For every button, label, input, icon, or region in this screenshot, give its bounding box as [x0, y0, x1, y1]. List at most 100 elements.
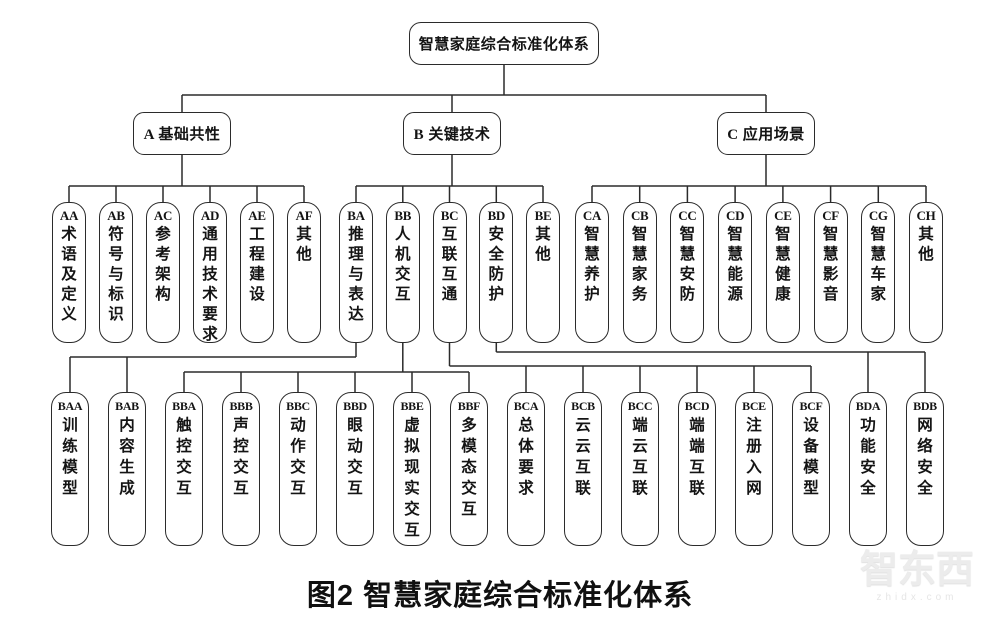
node-label: 工程建设 — [249, 226, 265, 303]
node-code: BBF — [457, 399, 481, 413]
node-label: 动作交互 — [290, 417, 306, 497]
node-AB: AB 符号与标识 — [99, 202, 133, 343]
node-code: BCE — [742, 399, 766, 413]
node-label: 符号与标识 — [108, 226, 124, 323]
node-BAA: BAA 训练模型 — [51, 392, 89, 546]
node-label: 其他 — [296, 226, 312, 263]
node-code: BDB — [913, 399, 937, 413]
node-CD: CD 智慧能源 — [718, 202, 753, 343]
root-node: 智慧家庭综合标准化体系 — [409, 22, 599, 65]
node-label: 网络安全 — [917, 417, 933, 497]
node-label: 智慧养护 — [584, 226, 600, 303]
node-BBF: BBF 多模态交互 — [450, 392, 488, 546]
node-label: 总体要求 — [518, 417, 534, 497]
node-label: 互联互通 — [441, 226, 458, 303]
watermark-brand: 智东西 — [859, 549, 974, 591]
watermark-logo: 智东西 zhidx.com — [842, 548, 992, 603]
node-label: 智慧健康 — [775, 226, 791, 303]
node-code: AB — [107, 208, 125, 223]
node-code: BCD — [684, 399, 710, 413]
node-label: 参考架构 — [155, 226, 171, 303]
node-label: 其他 — [918, 226, 934, 263]
node-code: BBD — [343, 399, 367, 413]
node-BBC: BBC 动作交互 — [279, 392, 317, 546]
node-label: 声控交互 — [233, 417, 249, 497]
node-label: 眼动交互 — [347, 417, 363, 497]
node-code: BBA — [172, 399, 196, 413]
node-code: CG — [868, 208, 888, 223]
node-code: BE — [534, 208, 552, 223]
node-code: BCF — [799, 399, 823, 413]
node-BD: BD 安全防护 — [479, 202, 514, 343]
node-code: CE — [774, 208, 792, 223]
node-BE: BE 其他 — [526, 202, 560, 343]
node-code: AF — [295, 208, 313, 223]
node-label: 内容生成 — [119, 417, 135, 497]
node-code: CC — [678, 208, 697, 223]
node-label: 多模态交互 — [461, 417, 477, 518]
node-CC: CC 智慧安防 — [670, 202, 705, 343]
node-AD: AD 通用技术要求 — [193, 202, 227, 343]
node-code: AE — [248, 208, 266, 223]
node-label: 虚拟现实交互 — [404, 417, 420, 539]
node-code: BBC — [286, 399, 310, 413]
node-label: 端端互联 — [689, 417, 705, 497]
node-BA: BA 推理与表达 — [339, 202, 373, 343]
node-code: BBB — [229, 399, 253, 413]
node-AC: AC 参考架构 — [146, 202, 180, 343]
node-label: 通用技术要求 — [202, 226, 218, 343]
node-label: 术语及定义 — [61, 226, 77, 323]
node-code: BBE — [400, 399, 424, 413]
node-code: BAA — [57, 399, 83, 413]
node-BCD: BCD 端端互联 — [678, 392, 716, 546]
node-label: 其他 — [535, 226, 551, 263]
node-code: BA — [347, 208, 365, 223]
node-label: 安全防护 — [488, 226, 505, 303]
figure-caption: 图2 智慧家庭综合标准化体系 — [306, 580, 694, 612]
node-code: CF — [822, 208, 839, 223]
node-code: BB — [394, 208, 412, 223]
node-code: AC — [153, 208, 173, 223]
node-label: 设备模型 — [803, 417, 819, 497]
node-label: 云云互联 — [575, 417, 591, 497]
node-code: CA — [582, 208, 602, 223]
node-BBB: BBB 声控交互 — [222, 392, 260, 546]
node-label: 智慧安防 — [679, 226, 696, 303]
node-label: 智慧家务 — [631, 226, 648, 303]
node-code: AA — [59, 208, 79, 223]
group-node-B: B 关键技术 — [403, 112, 501, 155]
group-node-C: C 应用场景 — [717, 112, 815, 155]
node-BBE: BBE 虚拟现实交互 — [393, 392, 431, 546]
node-CE: CE 智慧健康 — [765, 202, 800, 343]
node-BAB: BAB 内容生成 — [108, 392, 146, 546]
node-code: CD — [726, 208, 745, 223]
node-code: BAB — [115, 399, 139, 413]
node-code: CH — [916, 208, 936, 223]
node-label: 推理与表达 — [348, 226, 364, 323]
node-code: BCA — [513, 399, 539, 413]
node-label: 训练模型 — [62, 417, 78, 497]
node-label: 智慧影音 — [822, 226, 839, 303]
node-CA: CA 智慧养护 — [575, 202, 609, 343]
node-code: BCC — [627, 399, 653, 413]
connector-path — [68, 65, 927, 392]
node-BBD: BBD 眼动交互 — [336, 392, 374, 546]
node-AA: AA 术语及定义 — [52, 202, 86, 343]
watermark-domain: zhidx.com — [876, 592, 958, 603]
node-code: AD — [200, 208, 220, 223]
group-node-A: A 基础共性 — [133, 112, 231, 155]
node-AF: AF 其他 — [287, 202, 321, 343]
node-code: BD — [487, 208, 506, 223]
node-AE: AE 工程建设 — [240, 202, 274, 343]
node-BDB: BDB 网络安全 — [906, 392, 944, 546]
node-label: 智慧能源 — [727, 226, 743, 303]
